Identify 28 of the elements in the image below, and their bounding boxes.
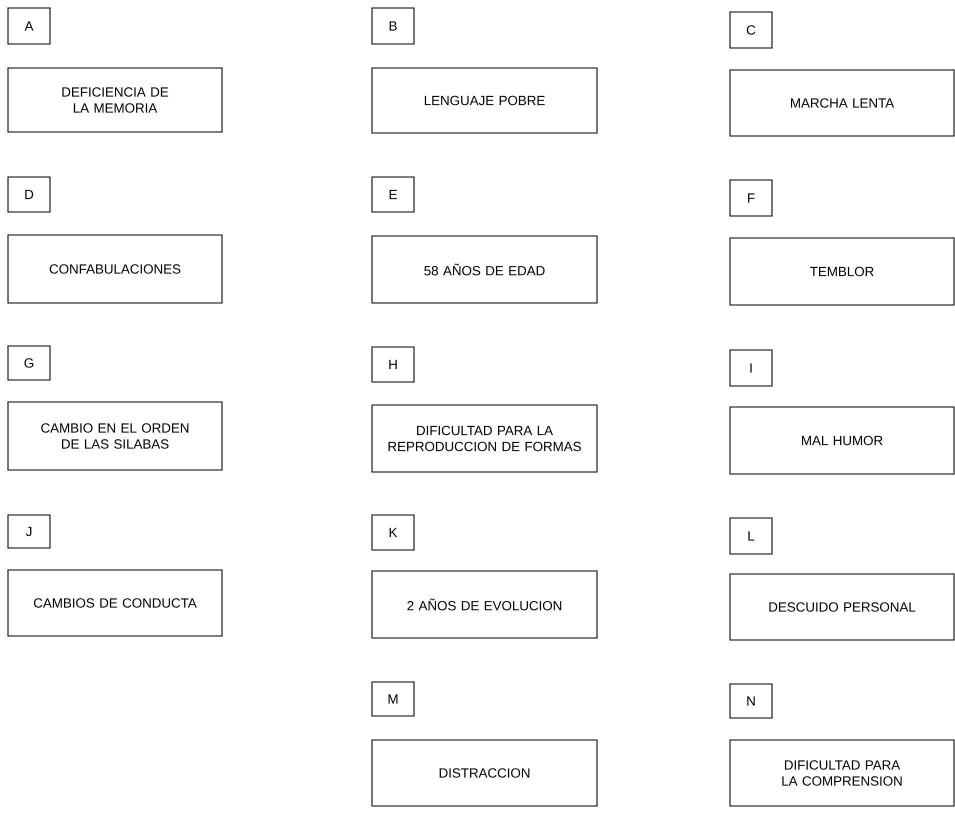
symptom-box: 2 AÑOS DE EVOLUCION — [371, 570, 598, 639]
letter-box: B — [371, 7, 415, 45]
letter-box: E — [371, 176, 415, 213]
letter-box: K — [371, 514, 415, 551]
symptom-box: DISTRACCION — [371, 739, 598, 807]
letter-box: D — [7, 176, 51, 213]
symptom-box: DIFICULTAD PARA LA COMPRENSION — [729, 739, 955, 807]
symptom-box: DESCUIDO PERSONAL — [729, 573, 955, 641]
letter-box: J — [7, 514, 51, 549]
symptom-box: MARCHA LENTA — [729, 69, 955, 137]
letter-box: H — [371, 346, 415, 383]
letter-box: C — [729, 11, 773, 49]
letter-box: A — [7, 7, 51, 45]
symptom-box: LENGUAJE POBRE — [371, 67, 598, 134]
symptom-box: 58 AÑOS DE EDAD — [371, 235, 598, 304]
symptom-box: CONFABULACIONES — [7, 234, 223, 304]
symptom-box: CAMBIO EN EL ORDEN DE LAS SILABAS — [7, 401, 223, 471]
symptom-box: DIFICULTAD PARA LA REPRODUCCION DE FORMAS — [371, 404, 598, 473]
letter-box: L — [729, 517, 773, 555]
symptom-box: TEMBLOR — [729, 237, 955, 306]
symptom-box: CAMBIOS DE CONDUCTA — [7, 569, 223, 637]
letter-box: F — [729, 179, 773, 217]
letter-box: N — [729, 683, 773, 719]
letter-box: G — [7, 345, 51, 381]
letter-box: I — [729, 349, 773, 387]
symptom-box: MAL HUMOR — [729, 406, 955, 475]
letter-box: M — [371, 681, 415, 717]
symptom-box: DEFICIENCIA DE LA MEMORIA — [7, 67, 223, 133]
